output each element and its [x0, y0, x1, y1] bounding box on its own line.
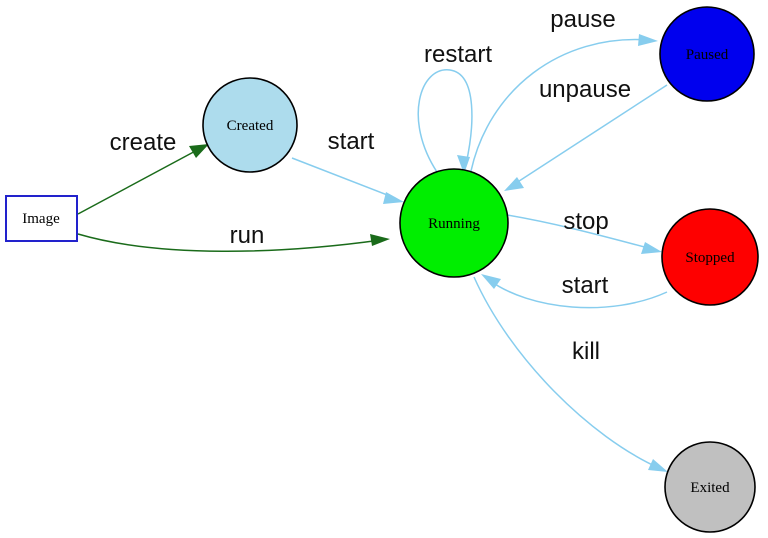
node-running-shape — [399, 168, 509, 278]
edge-run-arrowhead — [370, 234, 390, 246]
edge-unpause-path — [512, 84, 668, 186]
edge-restart-arrowhead — [457, 155, 470, 174]
edge-start-stopped-path — [488, 279, 668, 309]
edge-label-pause: pause — [550, 6, 615, 33]
node-paused-shape — [659, 6, 755, 102]
edge-pause-path — [470, 38, 649, 172]
node-paused-label: Paused — [686, 47, 729, 63]
edge-create[interactable]: create — [77, 129, 209, 215]
edge-pause[interactable]: pause — [470, 6, 658, 172]
edge-start-stopped[interactable]: start — [481, 272, 668, 309]
node-stopped[interactable]: Stopped — [661, 208, 759, 306]
edge-kill-path — [473, 276, 660, 469]
edge-label-start-stopped: start — [562, 272, 609, 299]
edge-unpause[interactable]: unpause — [504, 76, 668, 191]
edge-run[interactable]: run — [77, 222, 390, 252]
edge-run-path — [77, 233, 382, 252]
node-created-shape — [202, 77, 298, 173]
edge-kill[interactable]: kill — [473, 276, 668, 472]
node-created[interactable]: Created — [202, 77, 298, 173]
node-paused[interactable]: Paused — [659, 6, 755, 102]
edge-label-restart: restart — [424, 41, 492, 68]
edge-label-stop: stop — [563, 208, 608, 235]
node-running-label: Running — [428, 216, 480, 232]
edge-create-path — [77, 147, 202, 215]
edge-label-kill: kill — [572, 338, 600, 365]
edge-label-run: run — [230, 222, 265, 249]
node-image-shape — [5, 195, 78, 242]
edge-label-unpause: unpause — [539, 76, 631, 103]
node-running[interactable]: Running — [399, 168, 509, 278]
node-exited[interactable]: Exited — [664, 441, 756, 533]
edge-create-arrowhead — [189, 144, 209, 158]
edge-stop-arrowhead — [641, 242, 662, 254]
node-image-label: Image — [22, 211, 60, 227]
edge-label-create: create — [110, 129, 177, 156]
edge-stop[interactable]: stop — [506, 208, 662, 254]
edge-start-created-path — [291, 157, 396, 199]
node-created-label: Created — [227, 118, 274, 134]
edge-start-stopped-arrowhead — [481, 274, 501, 289]
edge-start-created-arrowhead — [383, 192, 404, 204]
edge-restart-path — [417, 69, 473, 173]
node-exited-shape — [664, 441, 756, 533]
edge-label-start-created: start — [328, 128, 375, 155]
edge-restart[interactable]: restart — [417, 41, 492, 174]
node-exited-label: Exited — [690, 480, 730, 496]
edge-kill-arrowhead — [648, 459, 668, 472]
edge-stop-path — [506, 214, 653, 250]
node-stopped-label: Stopped — [685, 250, 735, 266]
edge-pause-arrowhead — [638, 34, 658, 46]
node-stopped-shape — [661, 208, 759, 306]
edge-unpause-arrowhead — [504, 177, 524, 191]
node-image[interactable]: Image — [5, 195, 78, 242]
edge-start-created[interactable]: start — [291, 128, 404, 204]
